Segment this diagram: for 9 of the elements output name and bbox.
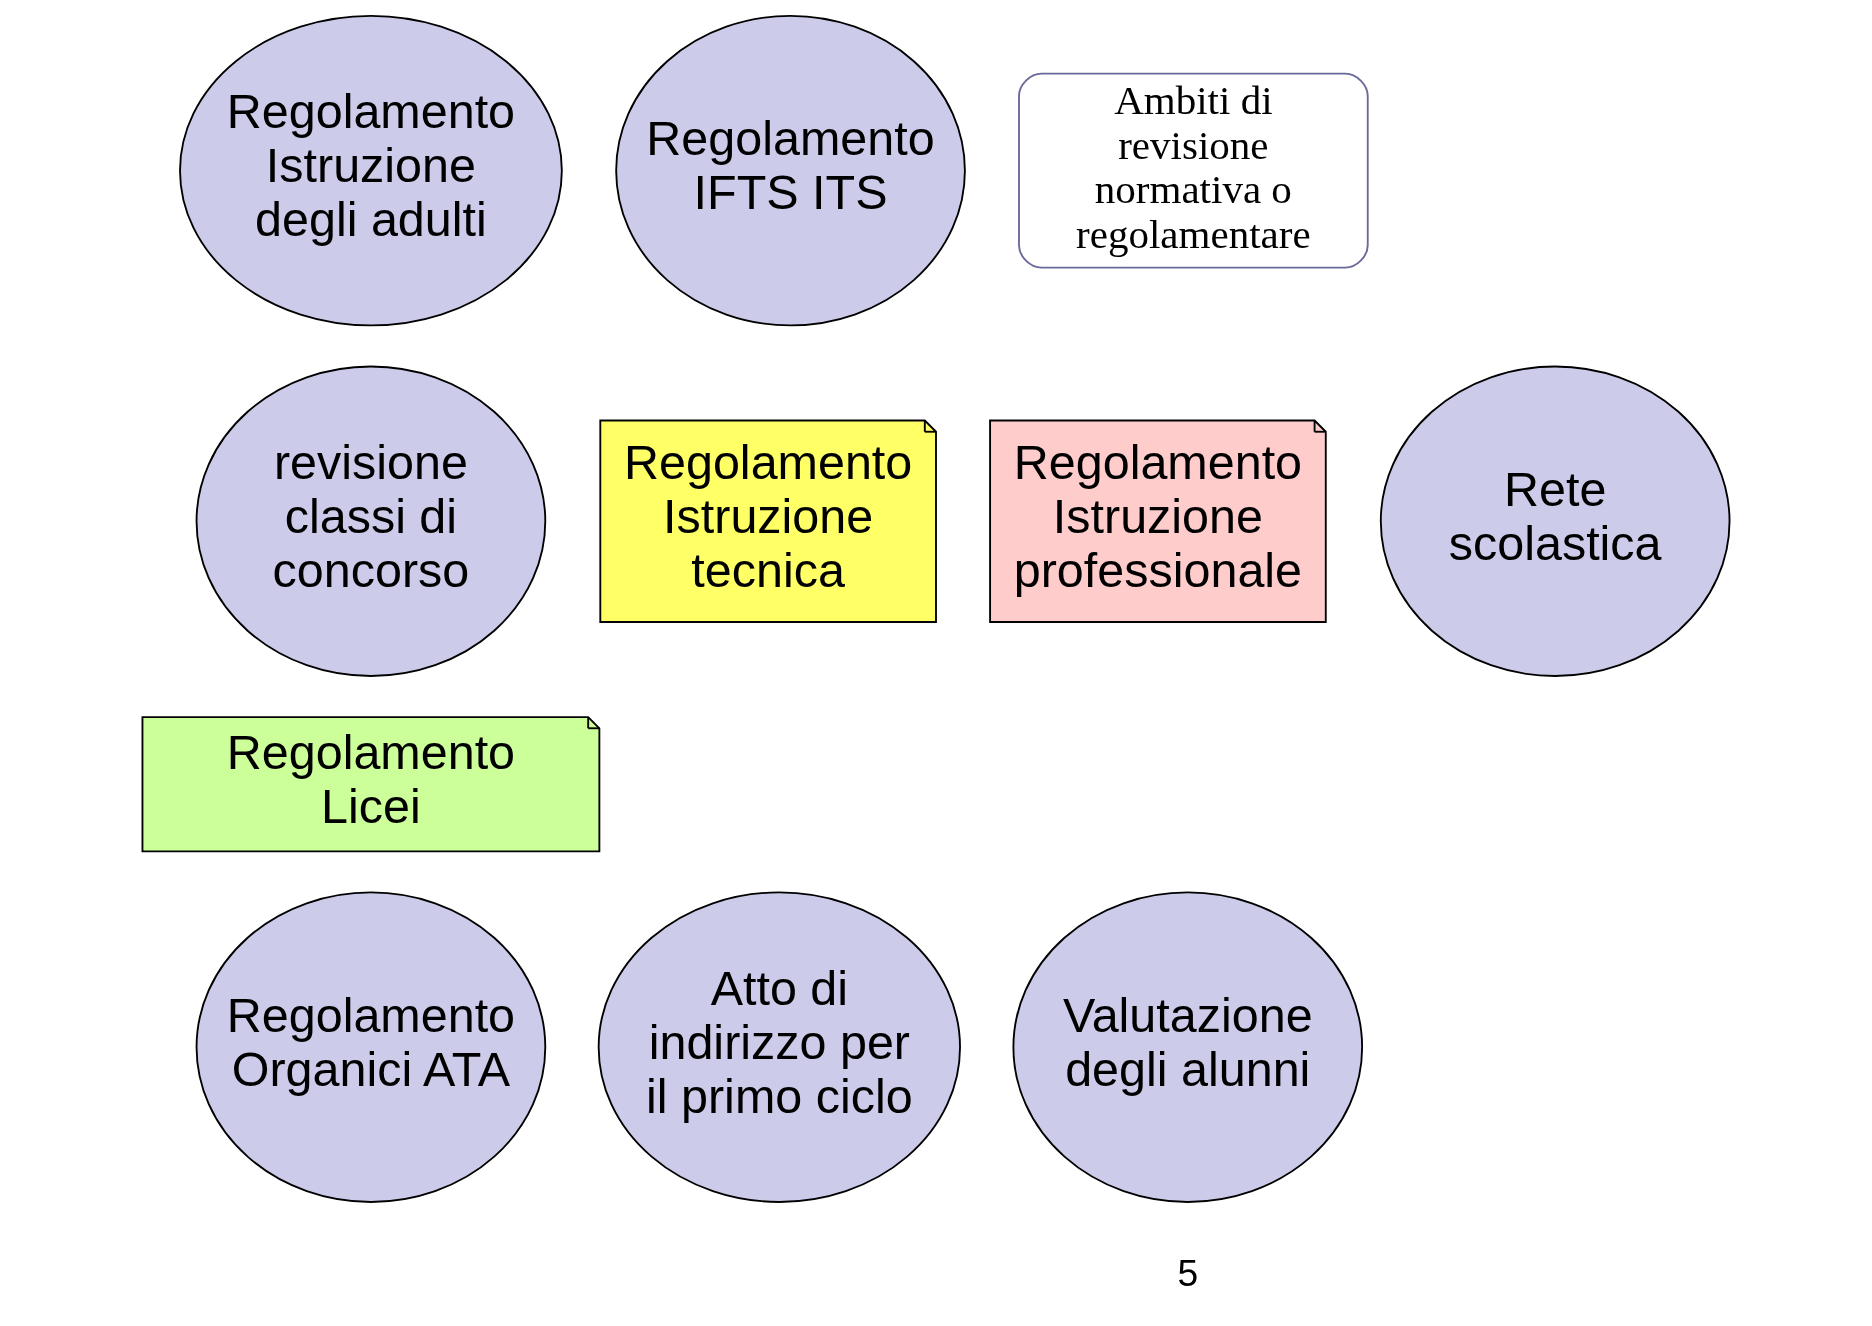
node-ellipse: revisione classi di concorso [195, 365, 547, 677]
node-ellipse: Regolamento IFTS ITS [615, 14, 966, 327]
node-ellipse: Atto di indirizzo per il primo ciclo [597, 891, 961, 1203]
node-ellipse: Valutazione degli alunni [1012, 891, 1364, 1203]
node-ellipse: Rete scolastica [1379, 365, 1731, 677]
node-ellipse: Regolamento Istruzione degli adulti [179, 14, 563, 327]
label: 5 [1177, 1251, 1199, 1294]
node-ellipse: Regolamento Organici ATA [195, 891, 547, 1203]
node-box: Ambiti di revisione normativa o regolamentare [1018, 72, 1369, 269]
